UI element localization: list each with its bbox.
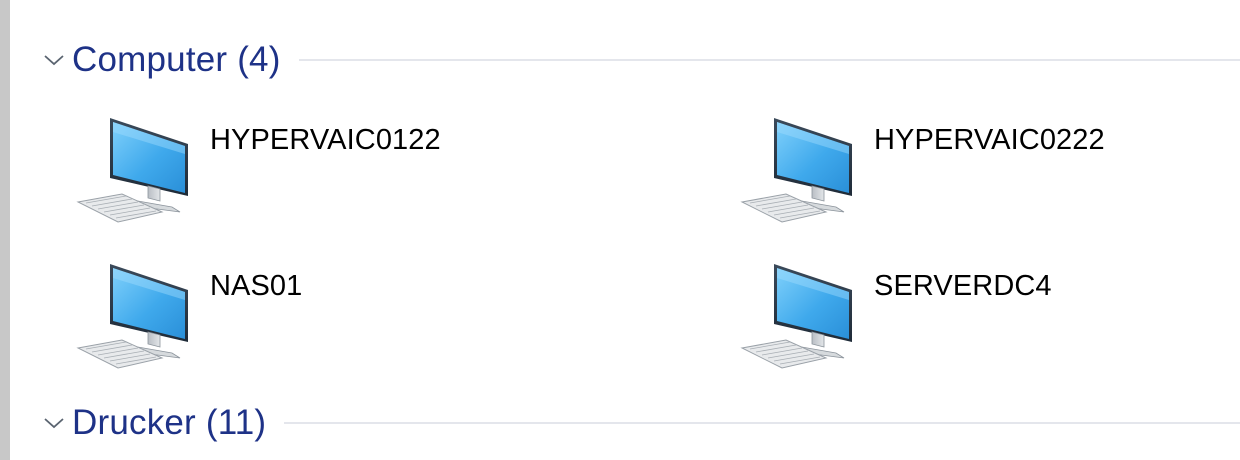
chevron-down-icon[interactable] (38, 40, 68, 80)
computer-item-label: SERVERDC4 (874, 270, 1052, 302)
computer-item-label: HYPERVAIC0222 (874, 124, 1105, 156)
chevron-down-icon[interactable] (38, 403, 68, 443)
group-title-printer: Drucker (11) (72, 403, 267, 442)
computer-item-label: HYPERVAIC0122 (210, 124, 441, 156)
computer-item-serverdc4[interactable]: SERVERDC4 (740, 260, 1240, 380)
group-title-computer: Computer (4) (72, 40, 281, 79)
computer-item-hypervaic0222[interactable]: HYPERVAIC0222 (740, 114, 1240, 234)
navigation-pane-border[interactable] (0, 0, 10, 460)
computer-icon (740, 260, 858, 372)
computer-item-nas01[interactable]: NAS01 (76, 260, 596, 380)
group-header-printer[interactable]: Drucker (11) (38, 403, 1240, 443)
computer-icon (76, 114, 194, 226)
computer-item-hypervaic0122[interactable]: HYPERVAIC0122 (76, 114, 596, 234)
computer-item-label: NAS01 (210, 270, 303, 302)
computer-icon (740, 114, 858, 226)
group-divider-printer (284, 422, 1240, 424)
group-divider-computer (298, 59, 1240, 61)
group-header-computer[interactable]: Computer (4) (38, 40, 1240, 80)
computer-icon (76, 260, 194, 372)
